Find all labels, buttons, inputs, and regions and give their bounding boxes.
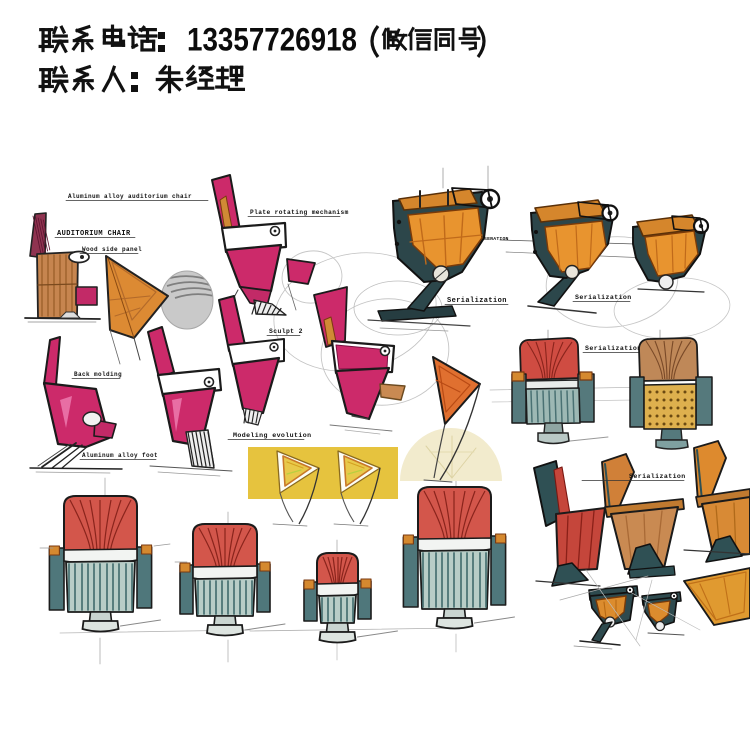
svg-text:SERATION: SERATION: [484, 236, 509, 242]
svg-text:Serialization: Serialization: [629, 473, 686, 480]
svg-text:Aluminum alloy foot: Aluminum alloy foot: [82, 452, 158, 459]
svg-text:Serialization: Serialization: [575, 294, 632, 301]
svg-text:AUDITORIUM CHAIR: AUDITORIUM CHAIR: [57, 230, 131, 238]
svg-text:Sculpt 2: Sculpt 2: [269, 328, 303, 335]
svg-text:Modeling evolution: Modeling evolution: [233, 432, 311, 439]
svg-text:Serialization: Serialization: [585, 345, 642, 352]
svg-text:Serialization: Serialization: [447, 297, 507, 305]
svg-text:Aluminum alloy auditorium chai: Aluminum alloy auditorium chair: [68, 193, 192, 200]
svg-text:Back molding: Back molding: [74, 371, 122, 378]
svg-text:Wood side panel: Wood side panel: [82, 246, 142, 253]
svg-text:13357726918: 13357726918: [187, 22, 357, 58]
svg-text:Plate rotating mechanism: Plate rotating mechanism: [250, 209, 349, 216]
